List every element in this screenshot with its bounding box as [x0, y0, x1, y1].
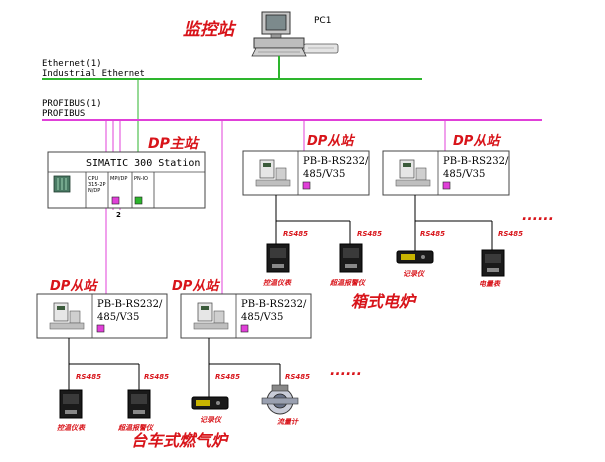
monitor-station-title: 监控站	[183, 20, 237, 40]
temperature-controller-icon	[59, 389, 83, 419]
ellipsis-bottom: ......	[330, 363, 362, 379]
ethernet-port	[134, 196, 143, 205]
gateway-profibus-port	[442, 181, 451, 190]
rs485-label-3a: RS485	[76, 373, 101, 381]
gateway-model-line2: 485/V35	[443, 169, 485, 180]
dp-master-title: DP主站	[148, 135, 201, 152]
pc-workstation-icon	[251, 11, 307, 57]
dp-slave-gateway-2: PB-B-RS232/ 485/V35	[382, 150, 510, 196]
flow-meter-label: 流量计	[277, 417, 299, 426]
gateway-module-icon	[395, 159, 431, 187]
cpu-slot-line1: CPU	[88, 176, 99, 182]
mpi-slot-label: MPI/DP	[110, 176, 127, 182]
ethernet-type-label: Industrial Ethernet	[42, 69, 145, 79]
temperature-controller-icon	[266, 243, 290, 273]
dp-master-station: SIMATIC 300 Station CPU 315-2P N/DP MPI/…	[47, 151, 206, 209]
power-meter-icon	[481, 249, 505, 277]
rs485-label-1b: RS485	[357, 230, 382, 238]
temp-controller-label-2: 控温仪表	[57, 423, 86, 432]
gateway-model-line2: 485/V35	[303, 169, 345, 180]
gateway-model-line1: PB-B-RS232/	[303, 156, 369, 167]
printer-icon	[303, 43, 339, 54]
dp-slave-title-1: DP从站	[307, 133, 355, 149]
ellipsis-top-right: ......	[522, 208, 554, 224]
gateway-model-line2: 485/V35	[241, 312, 283, 323]
gateway-model-line1: PB-B-RS232/	[443, 156, 509, 167]
recorder-label-2: 记录仪	[200, 415, 222, 424]
gateway-model-line1: PB-B-RS232/	[97, 299, 163, 310]
box-furnace-title: 箱式电炉	[351, 292, 417, 311]
car-furnace-title: 台车式燃气炉	[131, 431, 229, 450]
ethernet-label: Ethernet(1)	[42, 59, 102, 69]
recorder-icon	[191, 396, 229, 410]
cpu-slot-line2: 315-2P	[88, 182, 106, 188]
dp-slave-gateway-4: PB-B-RS232/ 485/V35	[180, 293, 312, 339]
gateway-module-icon	[193, 302, 229, 330]
dp-slave-title-2: DP从站	[453, 133, 501, 149]
pc-label: PC1	[314, 16, 331, 26]
rs485-label-4a: RS485	[215, 373, 240, 381]
over-temp-alarm-label-1: 超温报警仪	[329, 278, 366, 287]
rs485-label-2a: RS485	[420, 230, 445, 238]
temp-controller-label-1: 控温仪表	[263, 278, 292, 287]
gateway-module-icon	[255, 159, 291, 187]
dp-slave-gateway-1: PB-B-RS232/ 485/V35	[242, 150, 370, 196]
over-temp-alarm-label-2: 超温报警仪	[117, 423, 154, 432]
power-meter-label: 电量表	[479, 279, 501, 288]
gateway-profibus-port	[96, 324, 105, 333]
rs485-label-3b: RS485	[144, 373, 169, 381]
gateway-profibus-port	[240, 324, 249, 333]
rs485-label-1a: RS485	[283, 230, 308, 238]
pnio-slot-label: PN-IO	[134, 176, 148, 182]
cpu-slot-line3: N/DP	[88, 188, 100, 194]
profibus-label: PROFIBUS(1)	[42, 99, 102, 109]
profibus-port	[111, 196, 120, 205]
flow-meter-icon	[261, 384, 299, 415]
recorder-label-1: 记录仪	[403, 269, 425, 278]
gateway-module-icon	[49, 302, 85, 330]
gateway-model-line2: 485/V35	[97, 312, 139, 323]
gateway-profibus-port	[302, 181, 311, 190]
dp-slave-title-4: DP从站	[172, 278, 220, 294]
profibus-type-label: PROFIBUS	[42, 109, 85, 119]
dp-slave-title-3: DP从站	[50, 278, 98, 294]
rs485-label-2b: RS485	[498, 230, 523, 238]
over-temp-alarm-icon	[339, 243, 363, 273]
master-slot-number: 2	[116, 211, 121, 219]
master-station-name: SIMATIC 300 Station	[86, 158, 200, 169]
recorder-icon	[396, 250, 434, 264]
dp-slave-gateway-3: PB-B-RS232/ 485/V35	[36, 293, 168, 339]
over-temp-alarm-icon	[127, 389, 151, 419]
plc-rack-icon	[53, 175, 71, 193]
gateway-model-line1: PB-B-RS232/	[241, 299, 307, 310]
rs485-label-4b: RS485	[285, 373, 310, 381]
